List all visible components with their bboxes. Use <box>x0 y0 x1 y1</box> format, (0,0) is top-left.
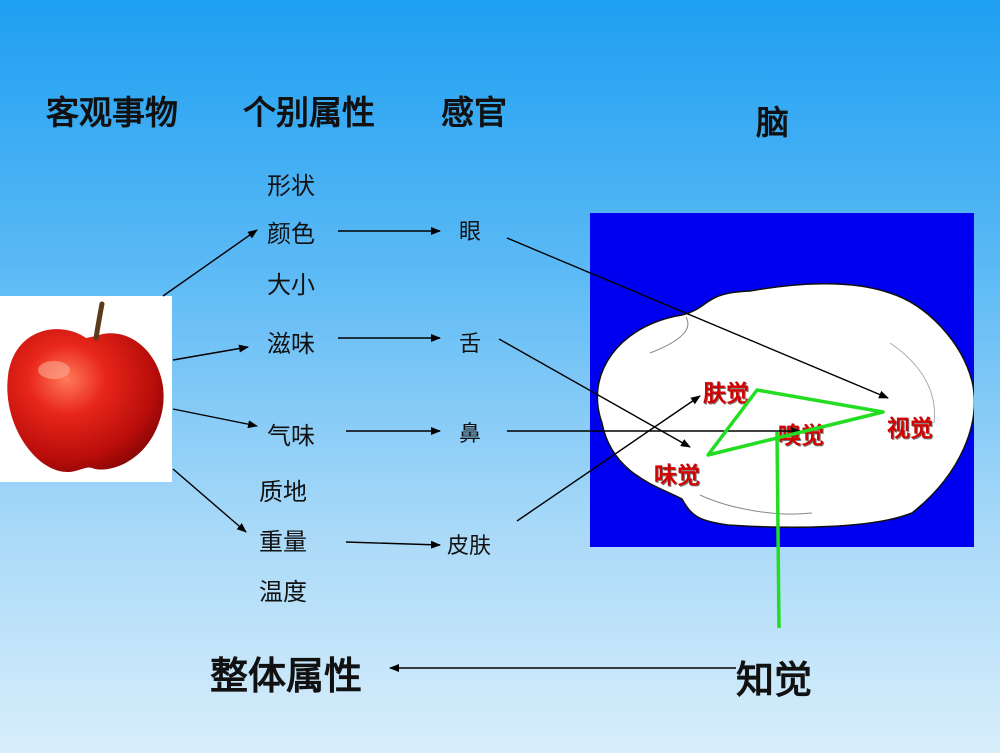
brain-shape <box>596 283 976 528</box>
arrow-eye-to-vision <box>506 237 889 399</box>
perception-label: 知觉 <box>736 658 813 702</box>
attribute-taste: 滋味 <box>267 330 315 358</box>
sense-tongue: 舌 <box>459 332 482 357</box>
green-link-triangle <box>706 388 885 457</box>
attribute-smell: 气味 <box>267 422 315 450</box>
brain-area-touch: 肤觉 <box>703 381 749 407</box>
green-link-to-perception <box>775 431 781 629</box>
attribute-color: 颜色 <box>267 220 315 248</box>
arrow-apple-to-smell <box>172 408 258 429</box>
attribute-texture: 质地 <box>259 478 307 506</box>
arrow-skin-to-touch <box>516 395 701 522</box>
whole-attributes-label: 整体属性 <box>210 654 363 698</box>
header-objective: 客观事物 <box>46 93 178 132</box>
sense-eye: 眼 <box>459 220 482 245</box>
header-attributes: 个别属性 <box>243 93 375 132</box>
attribute-size: 大小 <box>267 271 315 299</box>
arrow-apple-to-color <box>162 229 258 297</box>
brain-panel <box>590 213 976 547</box>
brain-area-vision: 视觉 <box>887 416 933 442</box>
apple-image <box>0 296 172 482</box>
arrow-tongue-to-taste <box>498 338 691 448</box>
sense-skin: 皮肤 <box>447 534 492 559</box>
arrow-apple-to-taste <box>172 344 249 361</box>
sense-nose: 鼻 <box>459 422 482 447</box>
arrow-apple-to-weight <box>172 468 247 533</box>
attribute-weight: 重量 <box>259 528 307 556</box>
header-senses: 感官 <box>441 93 507 132</box>
arrow-weight-to-skin <box>345 540 441 549</box>
brain-area-taste: 味觉 <box>654 463 700 489</box>
attribute-shape: 形状 <box>267 172 315 200</box>
header-brain: 脑 <box>756 103 789 142</box>
attribute-temperature: 温度 <box>259 578 307 606</box>
